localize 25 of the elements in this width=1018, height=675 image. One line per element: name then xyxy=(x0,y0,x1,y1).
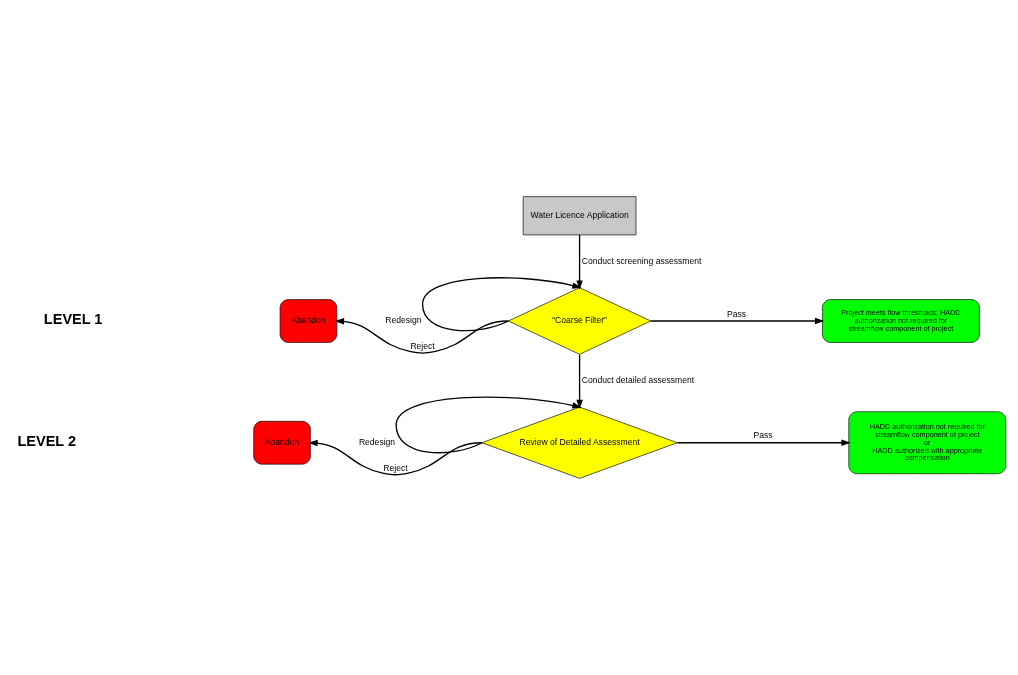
arrow xyxy=(650,317,825,325)
label: LEVEL 2 xyxy=(17,432,77,449)
arrow xyxy=(676,439,851,446)
edge-label: Redesign xyxy=(358,436,396,447)
arrow xyxy=(395,396,582,454)
edge-label: Reject xyxy=(410,340,435,351)
node-box: Project meets flow thresholds; HADD authorization not required for streamflow component of project xyxy=(822,299,980,343)
node-box: Abandon xyxy=(279,299,338,343)
label: LEVEL 1 xyxy=(43,311,103,328)
node-box: Water Licence Application xyxy=(522,196,637,236)
edge-label: Pass xyxy=(753,430,773,441)
edge-label: Conduct detailed assessment xyxy=(581,374,695,385)
edge-label: Conduct screening assessment xyxy=(581,255,702,266)
arrow xyxy=(334,318,509,354)
arrow xyxy=(308,439,483,476)
node-diamond: Review of Detailed Assessment xyxy=(481,406,678,479)
node-diamond: “Coarse Filter” xyxy=(508,287,652,355)
node-box: HADD authorization not required for streamflow component of project or HADD authorized with appropriate compensation xyxy=(848,411,1007,475)
arrow xyxy=(421,277,582,332)
arrow xyxy=(576,353,583,410)
edge-label: Redesign xyxy=(385,315,422,326)
arrow xyxy=(576,234,583,290)
node-box: Abandon xyxy=(253,420,311,465)
edge-label: Pass xyxy=(727,308,747,319)
edge-label: Reject xyxy=(383,462,408,473)
